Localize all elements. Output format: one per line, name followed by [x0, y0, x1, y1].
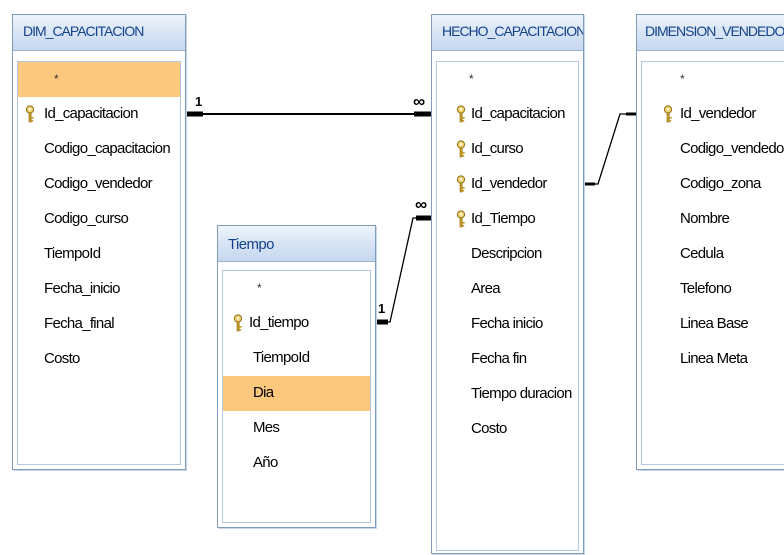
primary-key-icon	[232, 314, 244, 332]
field-label: Id_Tiempo	[471, 210, 536, 227]
field-costo[interactable]: Costo	[44, 350, 80, 367]
field-label: Id_tiempo	[249, 314, 309, 331]
cardinality-one-tiempo: 1	[378, 301, 385, 316]
primary-key-icon	[455, 105, 467, 123]
table-title[interactable]: Tiempo	[218, 226, 375, 262]
field-codigo-zona[interactable]: Codigo_zona	[680, 175, 761, 192]
relationship-line-vendedor[interactable]	[583, 113, 637, 185]
field-ano[interactable]: Año	[253, 454, 278, 471]
field-label: Id_vendedor	[471, 175, 547, 192]
primary-key-icon	[24, 105, 36, 123]
field-cedula[interactable]: Cedula	[680, 245, 724, 262]
field-id-capacitacion[interactable]: Id_capacitacion	[437, 97, 578, 132]
field-label: Id_capacitacion	[44, 105, 138, 122]
field-id-vendedor[interactable]: Id_vendedor	[642, 97, 784, 132]
field-dia[interactable]: Dia	[223, 376, 370, 411]
cardinality-many-capacitacion: ∞	[413, 92, 425, 111]
primary-key-icon	[455, 140, 467, 158]
field-list[interactable]: * Id_capacitacion Codigo_capacitacion Co…	[17, 61, 181, 465]
field-descripcion[interactable]: Descripcion	[471, 245, 542, 262]
table-dim-capacitacion[interactable]: DIM_CAPACITACION * Id_capacitacion Codig…	[12, 14, 186, 470]
field-linea-meta[interactable]: Linea Meta	[680, 350, 748, 367]
field-list[interactable]: * Id_tiempo TiempoId Dia Mes Año	[222, 270, 371, 523]
field-linea-base[interactable]: Linea Base	[680, 315, 749, 332]
cardinality-one-capacitacion: 1	[195, 94, 202, 109]
field-codigo-vendedor[interactable]: Codigo_vendedor	[680, 140, 784, 157]
field-codigo-vendedor[interactable]: Codigo_vendedor	[44, 175, 153, 192]
field-tiempo-duracion[interactable]: Tiempo duracion	[471, 385, 572, 402]
table-tiempo[interactable]: Tiempo * Id_tiempo TiempoId Dia Mes Año	[217, 225, 376, 528]
field-codigo-curso[interactable]: Codigo_curso	[44, 210, 129, 227]
field-area[interactable]: Area	[471, 280, 501, 297]
field-all-columns[interactable]: *	[680, 72, 685, 86]
field-tiempoid[interactable]: TiempoId	[44, 245, 101, 262]
field-all-columns[interactable]: *	[469, 72, 474, 86]
field-costo[interactable]: Costo	[471, 420, 507, 437]
primary-key-icon	[662, 105, 674, 123]
field-all-columns[interactable]: *	[18, 62, 180, 97]
field-fecha-fin[interactable]: Fecha fin	[471, 350, 527, 367]
field-list[interactable]: * Id_vendedor Codigo_vendedor Codigo_zon…	[641, 61, 784, 465]
field-id-curso[interactable]: Id_curso	[437, 132, 578, 167]
field-all-columns[interactable]: *	[257, 281, 262, 295]
field-id-tiempo[interactable]: Id_tiempo	[223, 306, 370, 341]
field-label: Id_curso	[471, 140, 524, 157]
field-id-tiempo[interactable]: Id_Tiempo	[437, 202, 578, 237]
field-mes[interactable]: Mes	[253, 419, 280, 436]
field-telefono[interactable]: Telefono	[680, 280, 732, 297]
table-title[interactable]: HECHO_CAPACITACION	[432, 15, 583, 51]
field-fecha-inicio[interactable]: Fecha inicio	[471, 315, 543, 332]
primary-key-icon	[455, 175, 467, 193]
primary-key-icon	[455, 210, 467, 228]
table-dimension-vendedor[interactable]: DIMENSION_VENDEDOR * Id_vendedor Codigo_…	[636, 14, 784, 470]
field-label: Id_capacitacion	[471, 105, 565, 122]
field-id-capacitacion[interactable]: Id_capacitacion	[18, 97, 180, 132]
field-codigo-capacitacion[interactable]: Codigo_capacitacion	[44, 140, 171, 157]
field-label: Id_vendedor	[680, 105, 756, 122]
field-nombre[interactable]: Nombre	[680, 210, 730, 227]
table-hecho-capacitacion[interactable]: HECHO_CAPACITACION * Id_capacitacion Id_…	[431, 14, 584, 554]
field-id-vendedor[interactable]: Id_vendedor	[437, 167, 578, 202]
field-fecha-final[interactable]: Fecha_final	[44, 315, 115, 332]
table-title[interactable]: DIM_CAPACITACION	[13, 15, 185, 51]
field-fecha-inicio[interactable]: Fecha_inicio	[44, 280, 121, 297]
table-title[interactable]: DIMENSION_VENDEDOR	[637, 15, 784, 51]
cardinality-many-tiempo: ∞	[415, 195, 427, 214]
field-tiempoid[interactable]: TiempoId	[253, 349, 310, 366]
field-list[interactable]: * Id_capacitacion Id_curso	[436, 61, 579, 551]
